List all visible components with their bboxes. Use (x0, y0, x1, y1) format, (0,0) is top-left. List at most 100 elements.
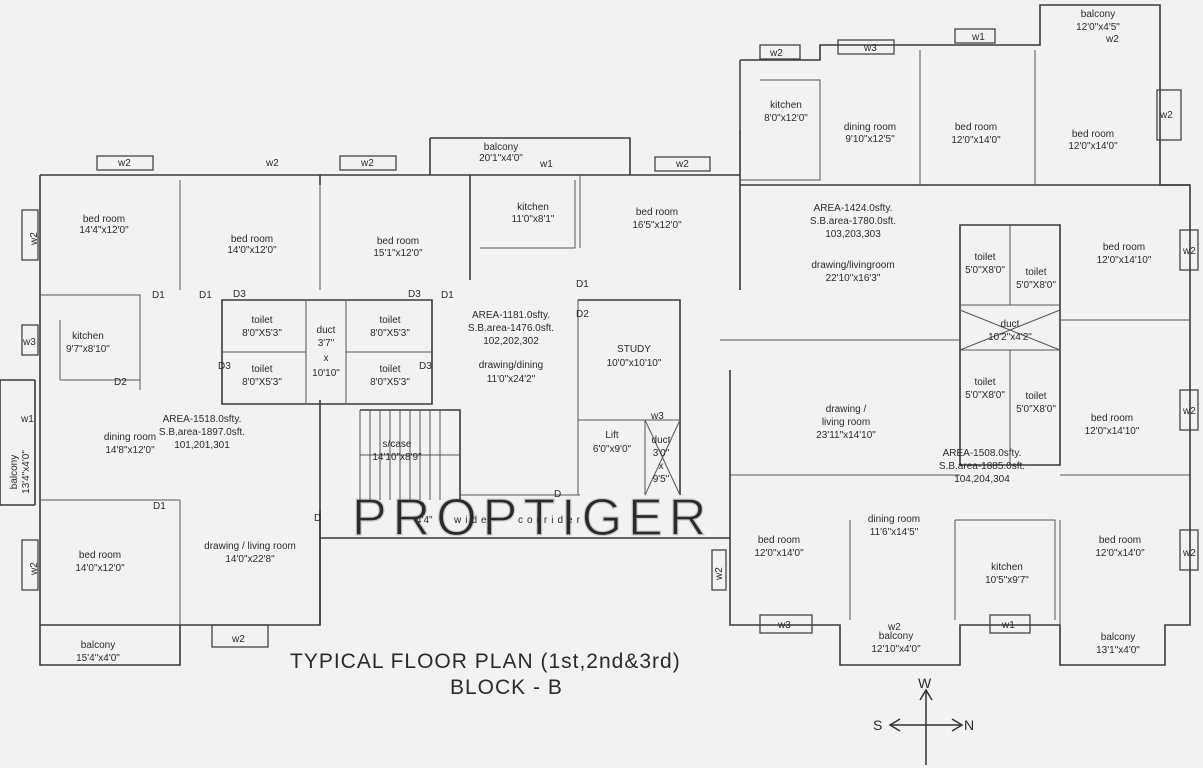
room-size: 22'10"x16'3" (826, 273, 881, 284)
room-size: 9'7"x8'10" (66, 344, 110, 355)
compass-s: S (873, 717, 882, 733)
window-label: w2 (265, 158, 279, 169)
room-size: 12'0"x14'10" (1097, 255, 1152, 266)
room-label: bed room (377, 236, 419, 247)
room-label: bed room (1103, 242, 1145, 253)
area-note: S.B.area-1885.0sft. (939, 461, 1025, 472)
compass-w: W (918, 675, 932, 691)
area-notes: AREA-1518.0sfty. S.B.area-1897.0sft. 101… (159, 203, 1025, 485)
window-label: w1 (971, 32, 985, 43)
compass-n: N (964, 717, 974, 733)
room-label: toilet (1025, 391, 1046, 402)
area-note: S.B.area-1476.0sft. (468, 323, 554, 334)
window-label: w2 (1159, 110, 1173, 121)
window-label: w3 (22, 337, 36, 348)
window-label: w2 (769, 48, 783, 59)
room-label: toilet (974, 377, 995, 388)
room-size: 8'0"X5'3" (370, 328, 410, 339)
window-label: w1 (1001, 620, 1015, 631)
window-label: w2 (1182, 548, 1196, 559)
room-label: duct (1001, 319, 1020, 330)
room-label: x (659, 461, 664, 472)
room-label: toilet (974, 252, 995, 263)
window-label: w2 (675, 159, 689, 170)
door-label: D1 (153, 501, 166, 512)
window-label: w2 (29, 232, 40, 246)
compass-arrow-icon (888, 718, 901, 732)
room-label: bed room (636, 207, 678, 218)
window-label: w2 (360, 158, 374, 169)
room-size: 13'1"x4'0" (1096, 645, 1140, 656)
room-size: 8'0"X5'3" (242, 328, 282, 339)
door-label: D1 (441, 290, 454, 301)
room-size: 12'0"x4'5" (1076, 22, 1120, 33)
window-label: w1 (539, 159, 553, 170)
window-label: w1 (20, 414, 34, 425)
room-size: 3'0" (653, 448, 670, 459)
room-label: balcony (1081, 9, 1115, 20)
room-label: x (324, 353, 329, 364)
door-label: D2 (114, 377, 127, 388)
room-label: toilet (379, 364, 400, 375)
room-size: 5'0"X8'0" (965, 390, 1005, 401)
window-label: w2 (1182, 246, 1196, 257)
compass-arrow-icon (951, 718, 964, 732)
room-size: 14'10"x8'9" (372, 452, 422, 463)
compass-cross (890, 690, 962, 765)
room-label: bed room (83, 214, 125, 225)
room-size: 15'4"x4'0" (76, 653, 120, 664)
room-label: bed room (1099, 535, 1141, 546)
room-size: 10'0"x10'10" (607, 358, 662, 369)
room-size: 23'11"x14'10" (816, 430, 876, 441)
door-label: w3 (650, 411, 664, 422)
room-label: living room (822, 417, 870, 428)
room-label: toilet (379, 315, 400, 326)
room-size: 11'6"x14'5" (870, 527, 919, 538)
window-label: w2 (117, 158, 131, 169)
window-label: w2 (29, 562, 40, 576)
room-size: 12'10"x4'0" (871, 644, 921, 655)
room-label: dining room (868, 514, 920, 525)
door-label: D (314, 513, 321, 524)
door-label: D3 (218, 361, 231, 372)
area-note: 102,202,302 (483, 336, 539, 347)
window-label: w2 (714, 567, 725, 581)
door-label: D1 (199, 290, 212, 301)
door-label: D3 (419, 361, 432, 372)
room-label: bed room (231, 234, 273, 245)
door-label: D3 (408, 289, 421, 300)
room-size: 16'5"x12'0" (632, 220, 682, 231)
room-label: balcony (484, 142, 518, 153)
window-label: w2 (231, 634, 245, 645)
room-label: dining room (844, 122, 896, 133)
room-size: 9'5" (653, 474, 670, 485)
room-size: 14'8"x12'0" (105, 445, 155, 456)
room-label: kitchen (770, 100, 802, 111)
room-size: 5'0"X8'0" (1016, 280, 1056, 291)
window-label: w3 (777, 620, 791, 631)
room-label: kitchen (72, 331, 104, 342)
window-label: w3 (863, 43, 877, 54)
room-size: 12'0"x14'0" (951, 135, 1001, 146)
room-size: 8'0"x12'0" (764, 113, 808, 124)
area-note: 101,201,301 (174, 440, 230, 451)
area-note: S.B.area-1897.0sft. (159, 427, 245, 438)
title-line-1: TYPICAL FLOOR PLAN (1st,2nd&3rd) (290, 650, 681, 673)
room-label: duct (317, 325, 336, 336)
room-labels: bed room 14'4"x12'0" bed room 14'0"x12'0… (9, 9, 1152, 664)
room-size: 15'1"x12'0" (373, 248, 423, 259)
doors: D1 D1 D3 D3 D1 D3 D3 D2 D1 D D D1 D2 w3 (114, 279, 664, 524)
windows: w2 w2 w2 w2 w1 w2 w3 w1 w2 w2 w2 w3 w1 w… (20, 28, 1199, 648)
room-size: 6'0"x9'0" (593, 444, 632, 455)
window-label: w2 (1105, 34, 1119, 45)
room-size: 5'0"X8'0" (965, 265, 1005, 276)
compass: W N S (873, 675, 974, 765)
door-label: D (554, 489, 561, 500)
room-size: 14'0"x12'0" (75, 563, 125, 574)
room-label: bed room (955, 122, 997, 133)
room-size: 11'0"x24'2" (487, 374, 536, 385)
window-label: w2 (1182, 406, 1196, 417)
room-size: 9'10"x12'5" (845, 134, 895, 145)
door-label: D2 (576, 309, 589, 320)
area-note: 103,203,303 (825, 229, 881, 240)
